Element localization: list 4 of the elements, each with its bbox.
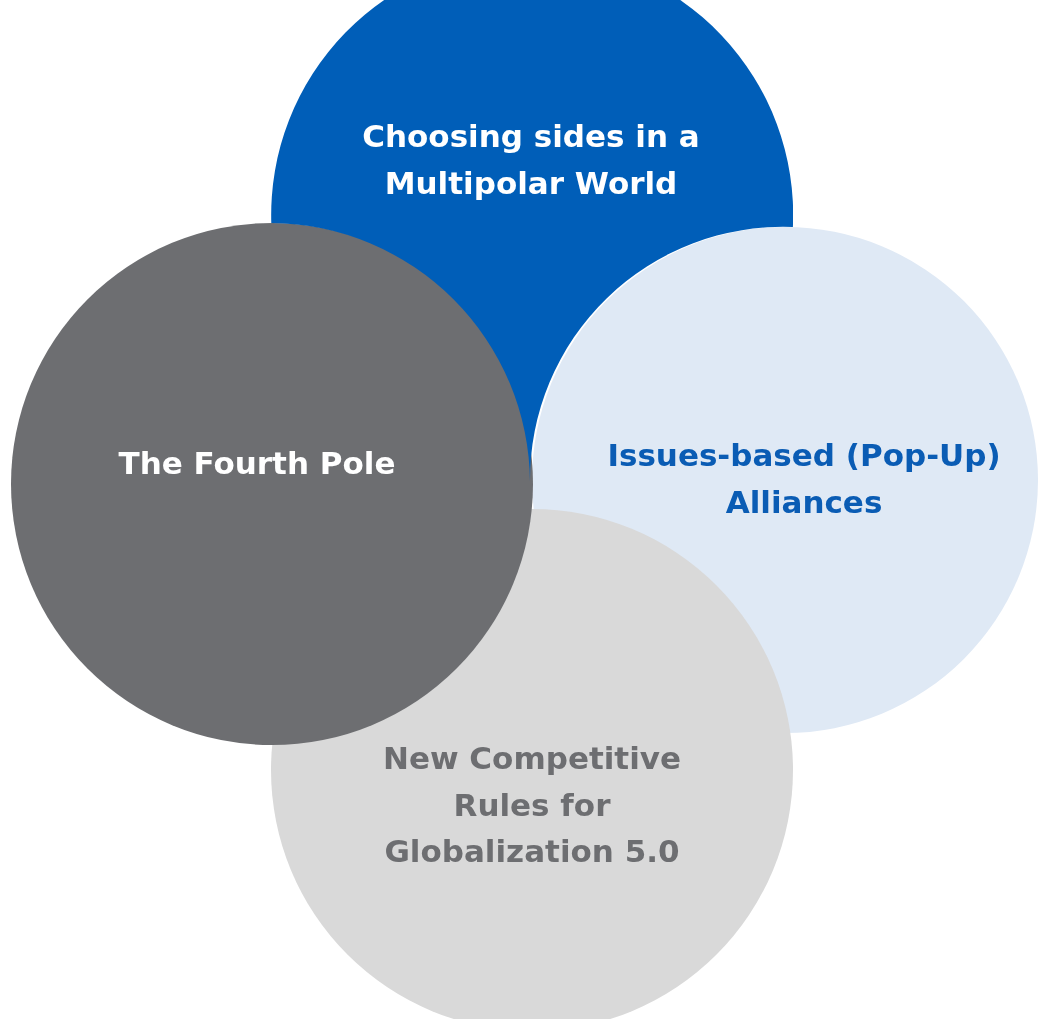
circle-label: The Fourth Pole xyxy=(117,443,397,483)
circle-label: New Competitive Rules for Globalization 5.0 xyxy=(381,739,683,872)
circle-label: Choosing sides in a Multipolar World xyxy=(361,116,701,202)
circle-label: Issues-based (Pop-Up) Alliances xyxy=(606,435,1002,521)
